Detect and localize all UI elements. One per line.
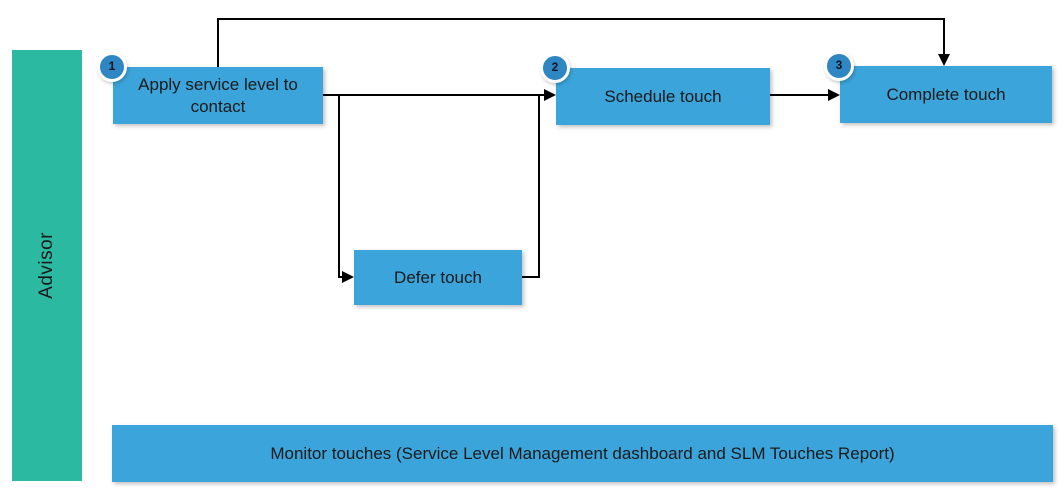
node-schedule-touch: 2 Schedule touch [540,53,770,125]
connector-defer-to-schedule [522,96,540,278]
node-defer-touch: Defer touch [354,250,522,305]
swimlane-label: Advisor [36,232,57,299]
node-label: Monitor touches (Service Level Managemen… [270,443,895,463]
node-complete-touch: 3 Complete touch [824,51,1052,123]
arrowhead-right-complete-icon [828,89,840,101]
node-apply-service-level: 1 Apply service level to contact [97,52,323,124]
node-label: Apply service level to contact [138,74,298,116]
arrowhead-right-defer-icon [342,271,354,283]
connector-apply-to-defer [338,95,343,278]
arrowhead-down-complete-icon [938,54,950,66]
node-label: Complete touch [886,84,1006,104]
node-label: Defer touch [394,267,482,287]
node-monitor-touches: Monitor touches (Service Level Managemen… [112,425,1053,482]
step-badge-2: 2 [540,53,570,83]
node-label: Schedule touch [604,86,722,106]
connector-apply-to-complete [217,18,945,67]
arrowhead-right-schedule-icon [544,89,556,101]
step-badge-3: 3 [824,51,854,81]
step-badge-1: 1 [97,52,127,82]
swimlane-advisor: Advisor [12,50,82,481]
step-number: 1 [108,59,116,74]
step-number: 2 [551,60,559,75]
step-number: 3 [835,58,843,73]
